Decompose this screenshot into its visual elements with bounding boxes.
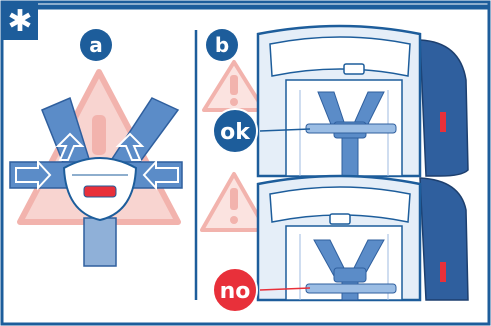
- ok-badge-label: ok: [220, 120, 251, 145]
- crotch-strap: [84, 218, 116, 266]
- asterisk-icon: ✱: [7, 4, 32, 39]
- chest-strap-incorrect: [306, 284, 396, 293]
- no-badge-label: no: [220, 279, 251, 304]
- corner-tab: ✱: [2, 2, 38, 40]
- chest-strap-correct: [306, 124, 396, 133]
- panel-b-label: b: [215, 33, 229, 57]
- panel-a-label: a: [89, 33, 103, 57]
- seat-no-illustration: [258, 176, 468, 300]
- seat-ok-illustration: [258, 26, 468, 176]
- buckle-release-button: [84, 186, 116, 197]
